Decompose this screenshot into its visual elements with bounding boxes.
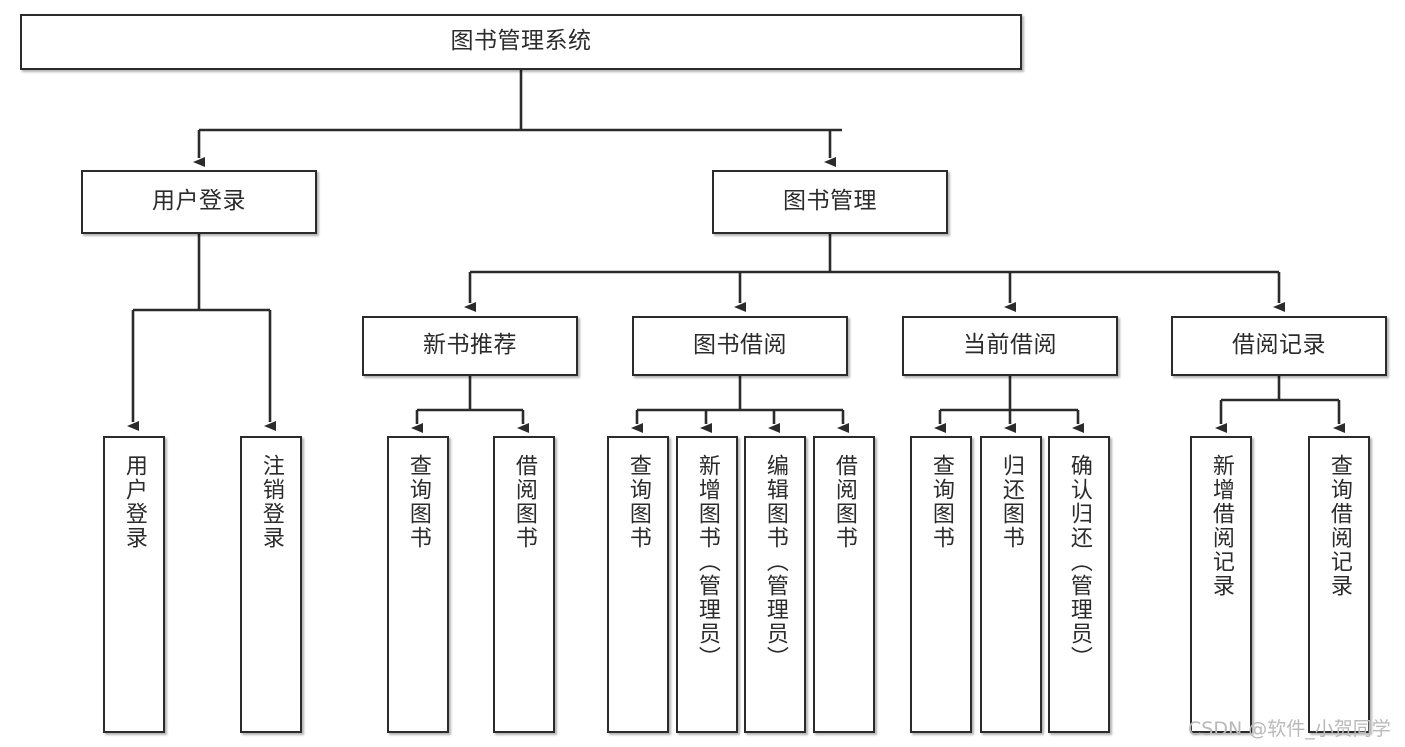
leaf-borrow-book-1[interactable]: 借阅图书 (493, 436, 555, 733)
leaf-query-book-2[interactable]: 查询图书 (607, 436, 669, 733)
node-book-borrow-label: 图书借阅 (693, 332, 787, 359)
leaf-query-book-1[interactable]: 查询图书 (387, 436, 449, 733)
node-root[interactable]: 图书管理系统 (20, 14, 1022, 70)
leaf-edit-book-label: 编辑图书（管理员） (762, 454, 788, 670)
leaf-query-book-3[interactable]: 查询图书 (910, 436, 972, 733)
node-user-login[interactable]: 用户登录 (81, 170, 317, 234)
node-user-login-label: 用户登录 (152, 188, 246, 215)
leaf-edit-book[interactable]: 编辑图书（管理员） (744, 436, 806, 733)
leaf-borrow-book-2[interactable]: 借阅图书 (813, 436, 875, 733)
leaf-user-login[interactable]: 用户登录 (103, 436, 165, 733)
leaf-query-book-3-label: 查询图书 (928, 454, 954, 550)
leaf-query-record[interactable]: 查询借阅记录 (1308, 436, 1370, 733)
leaf-logout-login[interactable]: 注销登录 (240, 436, 302, 733)
node-current-borrow[interactable]: 当前借阅 (902, 316, 1118, 376)
leaf-query-record-label: 查询借阅记录 (1326, 454, 1352, 598)
leaf-confirm-return-label: 确认归还（管理员） (1066, 454, 1092, 670)
node-book-manage-label: 图书管理 (783, 188, 877, 215)
node-new-book-recommend-label: 新书推荐 (423, 332, 517, 359)
leaf-add-record-label: 新增借阅记录 (1208, 454, 1234, 598)
leaf-borrow-book-2-label: 借阅图书 (831, 454, 857, 550)
leaf-borrow-book-1-label: 借阅图书 (511, 454, 537, 550)
node-current-borrow-label: 当前借阅 (963, 332, 1057, 359)
leaf-add-book-label: 新增图书（管理员） (694, 454, 720, 670)
leaf-logout-login-label: 注销登录 (258, 454, 284, 550)
node-borrow-record-label: 借阅记录 (1232, 332, 1326, 359)
watermark: CSDN @软件_小贺同学 (1188, 718, 1391, 740)
leaf-add-record[interactable]: 新增借阅记录 (1190, 436, 1252, 733)
node-borrow-record[interactable]: 借阅记录 (1171, 316, 1387, 376)
node-root-label: 图书管理系统 (450, 28, 592, 55)
leaf-return-book-label: 归还图书 (998, 454, 1024, 550)
leaf-query-book-1-label: 查询图书 (405, 454, 431, 550)
leaf-user-login-label: 用户登录 (121, 454, 147, 550)
leaf-add-book[interactable]: 新增图书（管理员） (676, 436, 738, 733)
leaf-query-book-2-label: 查询图书 (625, 454, 651, 550)
node-book-manage[interactable]: 图书管理 (712, 170, 948, 234)
leaf-return-book[interactable]: 归还图书 (980, 436, 1042, 733)
node-new-book-recommend[interactable]: 新书推荐 (362, 316, 578, 376)
node-book-borrow[interactable]: 图书借阅 (632, 316, 848, 376)
leaf-confirm-return[interactable]: 确认归还（管理员） (1048, 436, 1110, 733)
